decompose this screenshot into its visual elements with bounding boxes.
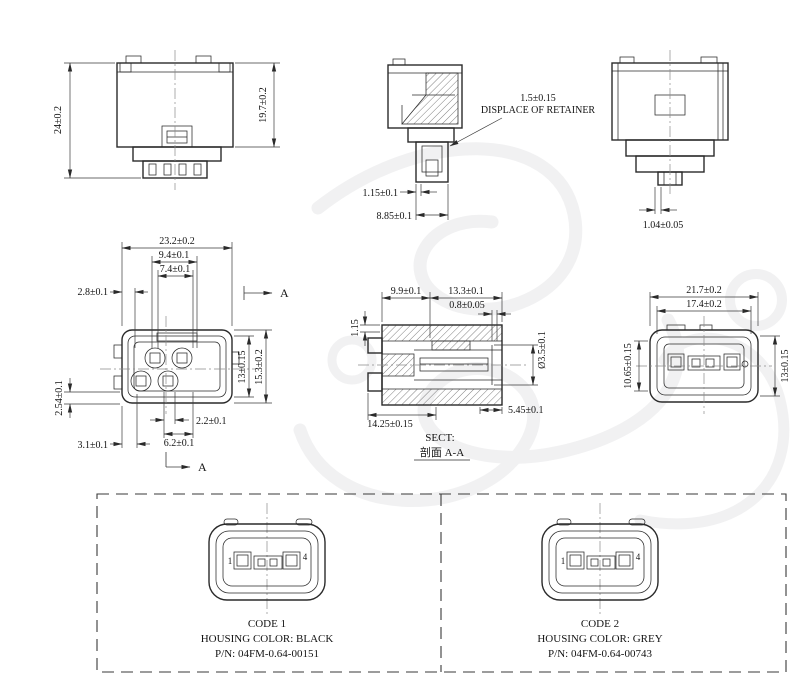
note-displace-label: DISPLACE OF RETAINER — [481, 105, 596, 116]
code2-part-number: P/N: 04FM-0.64-00743 — [548, 648, 652, 660]
dim-left-small: 2.54±0.1 — [54, 380, 65, 416]
code2-label: CODE 2 — [581, 618, 619, 630]
dim-inner-width: 17.4±0.2 — [686, 299, 722, 310]
dim-bottom-left: 3.1±0.1 — [78, 440, 109, 451]
code2-face: 1 4 CODE 2 HOUSING COLOR: GREY P/N: 04FM… — [537, 503, 663, 660]
section-caption-cn: 剖面 A-A — [420, 445, 464, 459]
dim-pitch-inner: 7.4±0.1 — [160, 264, 191, 275]
code1-label: CODE 1 — [248, 618, 286, 630]
dim-left-height: 10.65±0.15 — [623, 343, 634, 389]
dim-body-height: 19.7±0.2 — [258, 87, 269, 123]
hatched-wall — [401, 72, 459, 125]
dim-bottom-right: 5.45±0.1 — [508, 405, 544, 416]
view-top-left: 24±0.2 19.7±0.2 — [53, 50, 280, 190]
hatched-wall — [381, 388, 503, 406]
hatched-wall — [381, 324, 503, 342]
dim-right-height: 13±0.15 — [780, 350, 791, 383]
dim-overall-width: 23.2±0.2 — [159, 236, 195, 247]
dim-pitch-outer: 9.4±0.1 — [159, 250, 190, 261]
background-watermark — [293, 142, 790, 530]
pin-4-label: 4 — [303, 552, 308, 562]
dim-top-left: 9.9±0.1 — [391, 286, 422, 297]
dim-bottom-small: 2.2±0.1 — [196, 416, 227, 427]
note-displace-value: 1.5±0.15 — [520, 93, 556, 104]
section-arrow-label-bottom: A — [198, 460, 207, 474]
dim-rib: 1.04±0.05 — [643, 220, 684, 231]
dim-cavity-height: 13±0.15 — [237, 351, 248, 384]
dim-retainer-width: 8.85±0.1 — [377, 211, 413, 222]
view-rear: 21.7±0.2 17.4±0.2 10.65±0.15 13±0.15 — [623, 285, 791, 414]
dim-bottom: 14.25±0.15 — [367, 419, 413, 430]
terminal-channel — [419, 357, 489, 372]
code2-housing-color: HOUSING COLOR: GREY — [537, 633, 662, 645]
dim-bottom-mid: 6.2±0.1 — [164, 438, 195, 449]
latch-detail — [161, 125, 193, 148]
dim-top-right: 13.3±0.1 — [448, 286, 484, 297]
dim-overall-height: 15.3±0.2 — [254, 349, 265, 385]
view-section: 9.9±0.1 13.3±0.1 0.8±0.05 1.15 Ø3.5±0.1 … — [350, 286, 548, 461]
view-top-right: 1.04±0.05 — [611, 50, 729, 231]
code-panel: 1 4 CODE 1 HOUSING COLOR: BLACK P/N: 04F… — [96, 493, 787, 673]
dim-overall-width: 21.7±0.2 — [686, 285, 722, 296]
housing-outline — [208, 523, 326, 601]
section-caption-en: SECT: — [425, 432, 454, 444]
pin-4-label: 4 — [636, 552, 641, 562]
pin-1-label: 1 — [228, 556, 233, 566]
housing-outline — [541, 523, 659, 601]
dim-small: 0.8±0.05 — [449, 300, 485, 311]
dim-left-small: 1.15 — [350, 319, 361, 337]
dim-wall: 1.15±0.1 — [363, 188, 399, 199]
section-arrow-label-top: A — [280, 286, 289, 300]
retainer — [415, 141, 449, 183]
code1-part-number: P/N: 04FM-0.64-00151 — [215, 648, 319, 660]
housing-outline — [121, 329, 233, 404]
code1-housing-color: HOUSING COLOR: BLACK — [201, 633, 334, 645]
view-top-middle: 1.5±0.15 DISPLACE OF RETAINER 1.15±0.1 8… — [363, 58, 596, 222]
view-front: 23.2±0.2 9.4±0.1 7.4±0.1 2.8±0.1 A 13±0.… — [54, 236, 289, 474]
dim-overall-height: 24±0.2 — [53, 106, 64, 134]
dim-offset-left: 2.8±0.1 — [78, 287, 109, 298]
code1-face: 1 4 CODE 1 HOUSING COLOR: BLACK P/N: 04F… — [201, 503, 334, 660]
pin-1-label: 1 — [561, 556, 566, 566]
dim-hole-diameter: Ø3.5±0.1 — [537, 331, 548, 369]
terminal-cavities — [130, 347, 193, 392]
